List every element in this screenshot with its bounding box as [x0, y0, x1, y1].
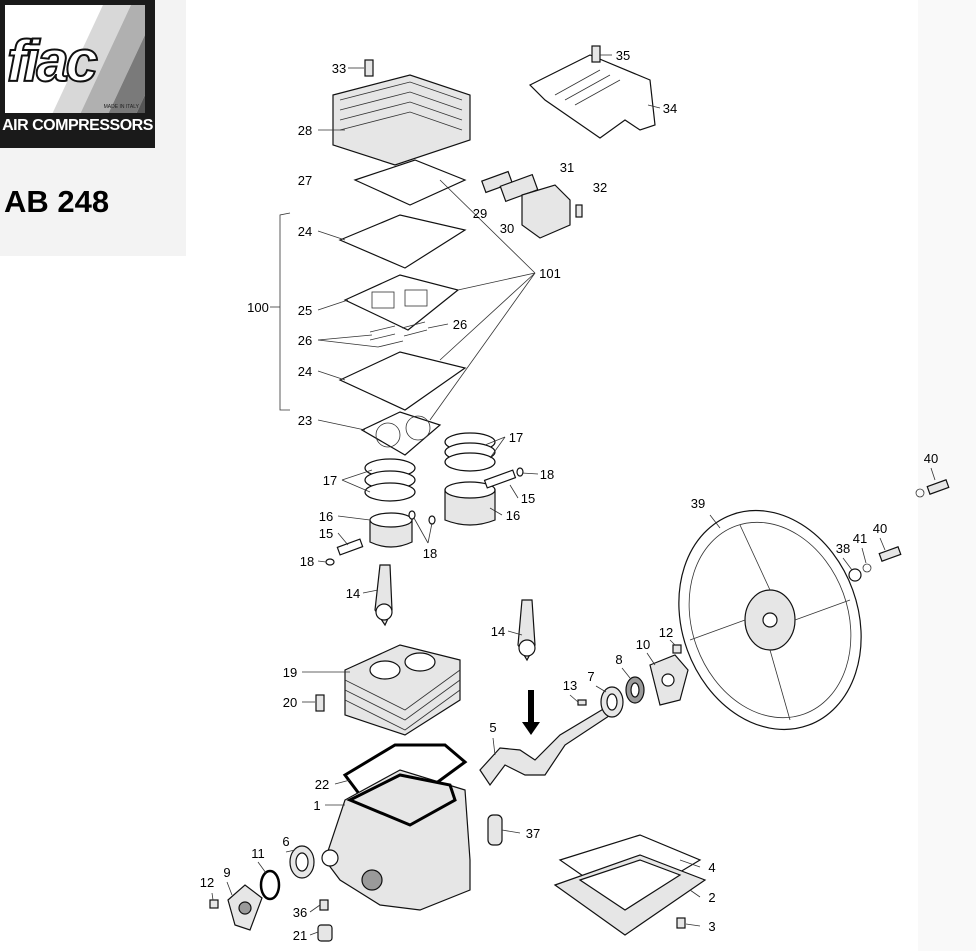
part-label: 33: [332, 61, 346, 76]
piston-pins: [325, 467, 524, 566]
part-label: 35: [616, 48, 630, 63]
part-label: 34: [663, 101, 677, 116]
part-label: 26: [298, 333, 312, 348]
part-label: 9: [223, 865, 230, 880]
crankshaft-5: [479, 690, 616, 787]
cylinder-19: [344, 644, 461, 736]
part-label: 14: [491, 624, 505, 639]
part-label: 11: [251, 846, 265, 861]
leader-lines: [211, 54, 936, 936]
flywheel-bolts: [848, 479, 950, 582]
part-label: 29: [473, 206, 487, 221]
gasket-23: [360, 411, 442, 456]
bearing-7: [600, 686, 624, 718]
part-label: 40: [873, 521, 887, 536]
part-label: 18: [540, 467, 554, 482]
part-label: 31: [560, 160, 574, 175]
valve-plate-24-bottom: [338, 351, 467, 411]
part-label: 27: [298, 173, 312, 188]
part-label: 37: [526, 826, 540, 841]
cylinder-head: [332, 74, 471, 166]
part-label: 40: [924, 451, 938, 466]
breather-37: [487, 814, 503, 846]
fiac-logo: fiac MADE IN ITALY AIR COMPRESSORS: [0, 0, 155, 148]
part-label: 10: [636, 637, 650, 652]
part-label: 28: [298, 123, 312, 138]
part-label: 12: [659, 625, 673, 640]
part-label: 15: [319, 526, 333, 541]
part-label: 14: [346, 586, 360, 601]
base-cover: [553, 834, 707, 936]
part-label: 39: [691, 496, 705, 511]
screw-12-right: [672, 644, 682, 654]
seal-8: [625, 676, 645, 704]
logo-wordmark: fiac: [6, 29, 99, 94]
valve-plate-24-top: [338, 214, 467, 269]
part-label: 36: [293, 905, 307, 920]
screw-33: [364, 59, 374, 77]
part-label: 25: [298, 303, 312, 318]
part-label: 8: [615, 652, 622, 667]
reed-valves-26: [369, 321, 428, 348]
piston-rings: [364, 432, 496, 502]
made-in-italy: MADE IN ITALY: [103, 104, 139, 110]
key-13: [577, 699, 587, 706]
part-label: 41: [853, 531, 867, 546]
part-label: 23: [298, 413, 312, 428]
flywheel-39: [678, 509, 862, 731]
part-label: 26: [453, 317, 467, 332]
pistons: [369, 481, 496, 548]
part-label: 18: [423, 546, 437, 561]
part-label: 17: [323, 473, 337, 488]
left-side-parts: [209, 845, 333, 942]
head-gasket-27: [353, 159, 467, 206]
part-label: 16: [506, 508, 520, 523]
head-cover: [528, 54, 656, 139]
part-label: 16: [319, 509, 333, 524]
part-label: 22: [315, 777, 329, 792]
part-label: 100: [247, 300, 269, 315]
part-label: 6: [282, 834, 289, 849]
valve-parts: [481, 170, 583, 239]
part-label: 5: [489, 720, 496, 735]
part-label: 38: [836, 541, 850, 556]
part-label: 17: [509, 430, 523, 445]
part-label: 20: [283, 695, 297, 710]
part-label: 15: [521, 491, 535, 506]
part-label: 1: [313, 798, 320, 813]
part-labels: 33 35 34 28 27 31 32 29 30 24 101 100 25…: [200, 48, 938, 943]
part-label: 19: [283, 665, 297, 680]
model-title: AB 248: [4, 184, 110, 219]
part-label: 3: [708, 919, 715, 934]
part-label: 13: [563, 678, 577, 693]
part-label: 24: [298, 364, 312, 379]
screw-35: [591, 45, 601, 63]
part-label: 18: [300, 554, 314, 569]
connecting-rods: [374, 564, 536, 662]
part-label: 21: [293, 928, 307, 943]
valve-plate-gasket-25: [343, 274, 460, 331]
part-label: 32: [593, 180, 607, 195]
part-label: 12: [200, 875, 214, 890]
part-label: 30: [500, 221, 514, 236]
crankcase-1: [321, 769, 471, 911]
part-label: 7: [587, 669, 594, 684]
part-label: 24: [298, 224, 312, 239]
margin-strip: [918, 0, 976, 951]
logo-tagline: AIR COMPRESSORS: [2, 117, 153, 134]
part-label: 101: [539, 266, 561, 281]
flange-10: [649, 654, 689, 706]
part-label: 4: [708, 860, 715, 875]
screw-20: [315, 694, 325, 712]
part-label: 2: [708, 890, 715, 905]
